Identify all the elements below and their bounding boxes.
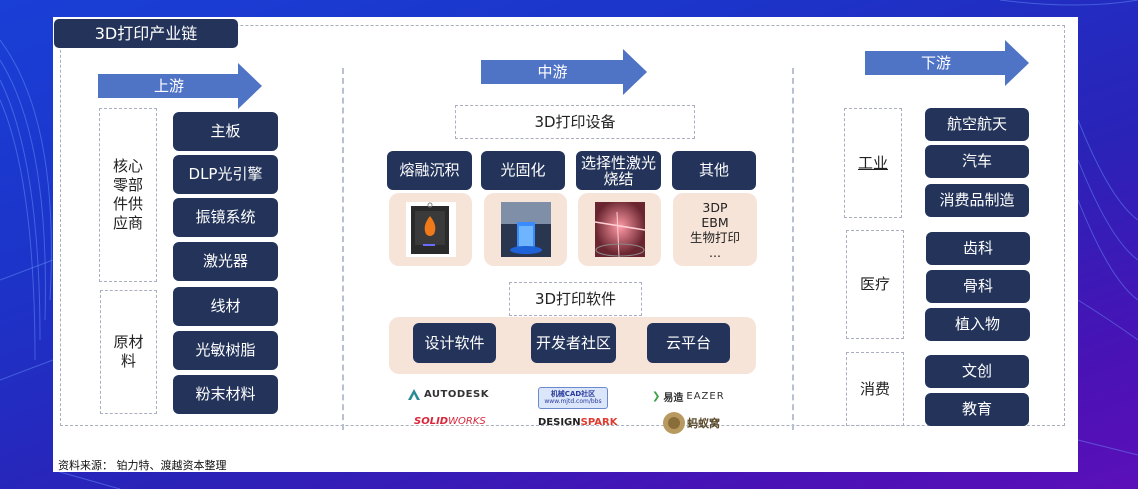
arrow-head-icon <box>238 63 262 109</box>
solidworks-logo-light: WORKS <box>448 416 486 427</box>
upstream-item-filament: 线材 <box>173 287 278 326</box>
upstream-arrow-label: 上游 <box>98 74 240 98</box>
autodesk-logo-text: AUTODESK <box>424 389 489 400</box>
upstream-item-laser: 激光器 <box>173 242 278 281</box>
group-label-line: 原材 <box>113 333 144 351</box>
sla-resin-image <box>500 202 551 257</box>
separator-midstream-downstream <box>792 68 794 430</box>
equipment-sls: 选择性激光 烧结 <box>576 151 661 190</box>
downstream-item-dental: 齿科 <box>926 232 1030 265</box>
downstream-arrow: 下游 <box>865 40 1030 86</box>
mjtd-cad-community-logo: 机械CAD社区 www.mjtd.com/bbs <box>538 387 608 409</box>
source-note: 资料来源： 铂力特、渡越资本整理 <box>58 459 227 472</box>
software-cloud-platform: 云平台 <box>647 323 730 363</box>
upstream-item-mainboard: 主板 <box>173 112 278 151</box>
eazer-logo-text: EAZER <box>686 391 725 402</box>
group-label-line: 料 <box>120 352 136 370</box>
eazer-logo-cn: 易造 <box>663 393 684 404</box>
equipment-sla-image-card <box>484 193 567 266</box>
equipment-fdm-image-card <box>389 193 472 266</box>
group-label-line: 件供 <box>112 195 143 213</box>
equipment-section-label: 3D打印设备 <box>455 105 695 139</box>
equipment-other-card: 3DP EBM 生物打印 ... <box>673 193 757 266</box>
downstream-item-consumer-goods: 消费品制造 <box>925 184 1029 217</box>
software-section-label: 3D打印软件 <box>509 282 642 316</box>
group-label-line: 应商 <box>112 214 143 232</box>
eazer-chevron-icon: ❯ <box>652 391 661 402</box>
software-developer-community: 开发者社区 <box>531 323 616 363</box>
downstream-item-orthopedic: 骨科 <box>926 270 1030 303</box>
other-tech-ebm: EBM <box>701 214 729 230</box>
equipment-other: 其他 <box>672 151 756 190</box>
anthouse-logo-text: 蚂蚁窝 <box>687 417 720 430</box>
diagram-frame <box>60 25 1065 426</box>
software-design: 设计软件 <box>413 323 496 363</box>
downstream-group-consumer: 消费 <box>846 352 904 426</box>
downstream-item-implants: 植入物 <box>925 308 1030 341</box>
midstream-arrow-label: 中游 <box>481 60 624 84</box>
downstream-group-medical: 医疗 <box>846 230 904 339</box>
upstream-item-powder: 粉末材料 <box>173 375 278 414</box>
pill-label-line: 选择性激光 <box>580 153 656 172</box>
other-tech-3dp: 3DP <box>702 199 728 215</box>
equipment-sls-image-card <box>578 193 661 266</box>
other-tech-ellipsis: ... <box>709 244 721 260</box>
pill-label-line: 烧结 <box>603 169 634 188</box>
upstream-item-photoresin: 光敏树脂 <box>173 331 278 370</box>
equipment-sla: 光固化 <box>481 151 565 190</box>
anthouse-logo: 蚂蚁窝 <box>662 411 720 435</box>
arrow-head-icon <box>623 49 647 95</box>
downstream-arrow-label: 下游 <box>865 51 1007 75</box>
mjtd-logo-url: www.mjtd.com/bbs <box>544 398 602 405</box>
equipment-fdm: 熔融沉积 <box>387 151 472 190</box>
upstream-arrow: 上游 <box>98 63 263 109</box>
downstream-item-automotive: 汽车 <box>925 145 1029 178</box>
solidworks-logo-bold: SOLID <box>414 416 449 427</box>
eazer-logo: ❯ 易造 EAZER <box>652 389 725 404</box>
group-label-line: 零部 <box>112 176 143 194</box>
downstream-group-industry: 工业 <box>844 108 902 218</box>
arrow-head-icon <box>1005 40 1029 86</box>
sls-laser-image <box>594 202 645 257</box>
autodesk-a-icon <box>408 389 420 400</box>
midstream-arrow: 中游 <box>481 49 647 95</box>
fdm-printer-image <box>405 202 456 257</box>
page-title: 3D打印产业链 <box>54 19 238 48</box>
downstream-item-aerospace: 航空航天 <box>925 108 1029 141</box>
anthouse-emblem-icon <box>663 412 685 434</box>
upstream-item-galvo-system: 振镜系统 <box>173 198 278 237</box>
downstream-item-education: 教育 <box>925 393 1029 426</box>
upstream-group-core-components: 核心 零部 件供 应商 <box>99 108 157 282</box>
autodesk-logo: AUTODESK <box>408 389 489 400</box>
other-tech-bioprinting: 生物打印 <box>689 229 740 245</box>
separator-upstream-midstream <box>342 68 344 430</box>
designspark-logo-spark: SPARK <box>580 417 618 428</box>
mjtd-logo-title: 机械CAD社区 <box>550 390 596 398</box>
group-label-line: 核心 <box>112 157 143 175</box>
upstream-item-dlp-engine: DLP光引擎 <box>173 155 278 194</box>
designspark-logo-design: DESIGN <box>538 417 581 428</box>
downstream-item-cultural-creative: 文创 <box>925 355 1029 388</box>
upstream-group-raw-materials: 原材 料 <box>100 290 157 414</box>
